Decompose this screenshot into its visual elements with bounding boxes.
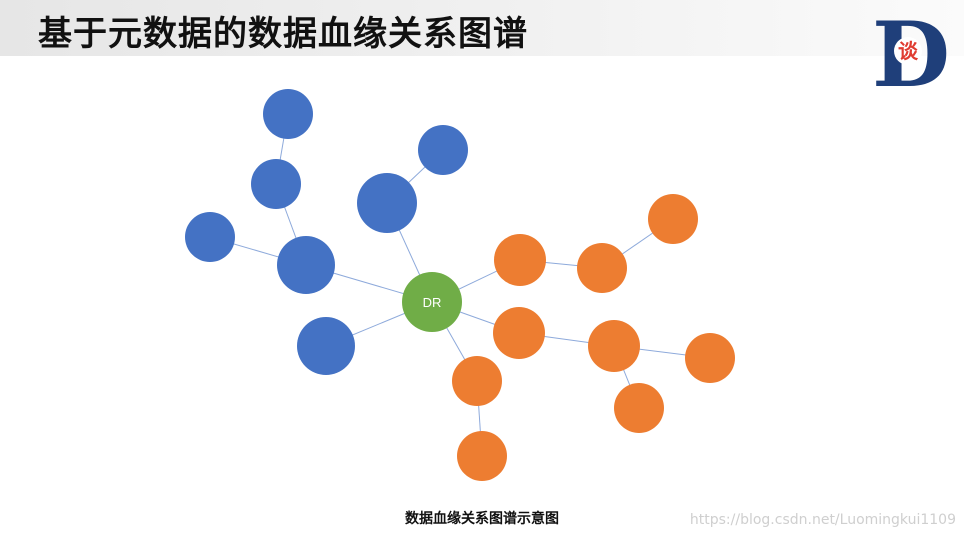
node-b6 — [357, 173, 417, 233]
node-o7 — [614, 383, 664, 433]
node-b5 — [418, 125, 468, 175]
logo-badge-text: 谈 — [898, 39, 919, 63]
node-o4 — [493, 307, 545, 359]
watermark: https://blog.csdn.net/Luomingkui1109 — [689, 512, 956, 528]
node-o5 — [588, 320, 640, 372]
diagram-caption: 数据血缘关系图谱示意图 — [405, 511, 559, 527]
node-o8 — [452, 356, 502, 406]
node-b7 — [297, 317, 355, 375]
node-o2 — [577, 243, 627, 293]
node-dr-label: DR — [423, 295, 442, 310]
node-b4 — [277, 236, 335, 294]
node-dr — [402, 272, 462, 332]
page-title: 基于元数据的数据血缘关系图谱 — [38, 14, 528, 54]
node-o1 — [494, 234, 546, 286]
node-o3 — [648, 194, 698, 244]
node-o6 — [685, 333, 735, 383]
logo-badge — [894, 37, 922, 65]
node-b3 — [185, 212, 235, 262]
node-b1 — [263, 89, 313, 139]
title-bar — [0, 0, 964, 56]
node-o9 — [457, 431, 507, 481]
node-b2 — [251, 159, 301, 209]
logo: D 谈 — [872, 6, 950, 92]
